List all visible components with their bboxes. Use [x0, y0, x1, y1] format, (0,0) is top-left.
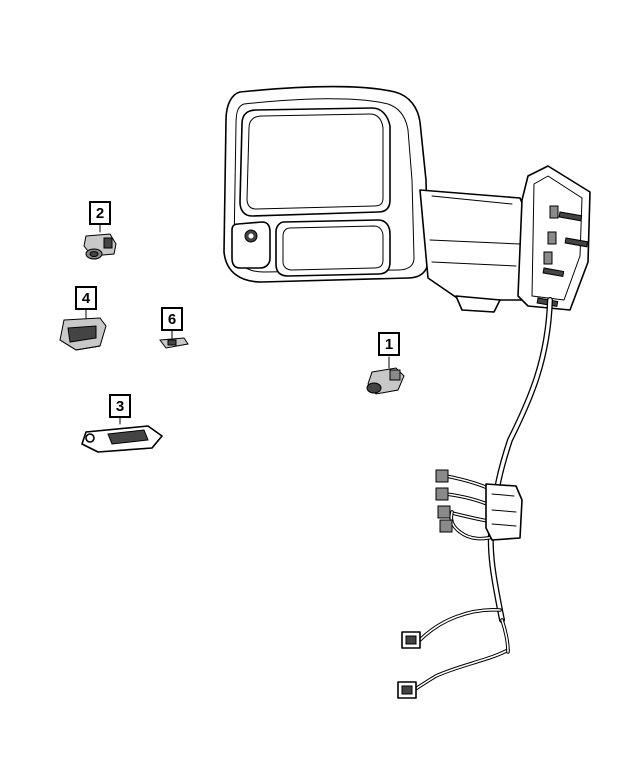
callout-part-2: 2: [89, 201, 111, 225]
wiring-harness: [397, 297, 553, 699]
sensor-part: [366, 356, 405, 395]
harness-connector-upper: [401, 631, 421, 649]
lamp-housing-part: [59, 308, 107, 351]
callout-part-1: 1: [378, 332, 400, 356]
bracket-part: [81, 415, 163, 453]
camera-part: [83, 223, 117, 260]
callout-part-3: 3: [109, 394, 131, 418]
bulb-part: [159, 330, 189, 349]
mirror-assembly: [223, 85, 591, 313]
harness-connector-lower: [397, 681, 417, 699]
callout-part-4: 4: [75, 286, 97, 310]
callout-part-6: 6: [161, 307, 183, 331]
